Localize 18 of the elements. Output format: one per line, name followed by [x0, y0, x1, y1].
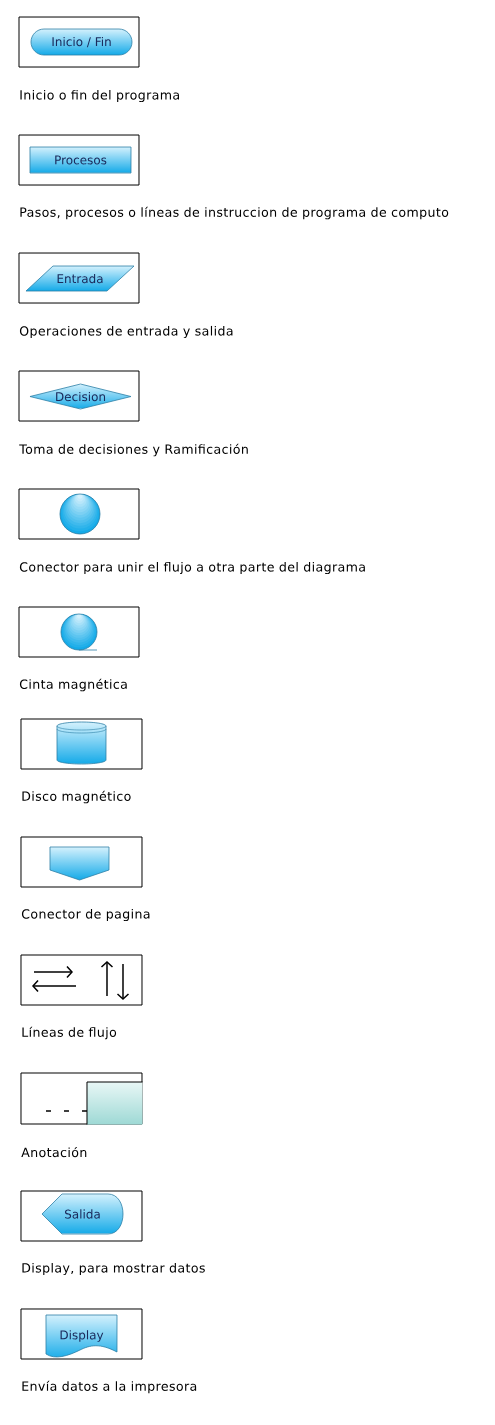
process-box: Procesos	[29, 146, 132, 174]
node-label: Cinta magnética	[19, 678, 127, 692]
cylinder	[56, 721, 107, 765]
node-label: Pasos, procesos o líneas de instruccion de programa de computo	[20, 206, 449, 220]
tape-circle	[60, 613, 98, 651]
node-label: Conector para unir el flujo a otra parte del diagrama	[19, 561, 365, 575]
node-label: Anotación	[21, 1146, 87, 1158]
node-label: Disco magnético	[22, 790, 131, 804]
circle	[59, 493, 101, 535]
node-label: Líneas de flujo	[22, 1026, 117, 1040]
node-label: Envía datos a la impresora	[22, 1380, 197, 1394]
node-label: Conector de pagina	[21, 908, 150, 922]
node-label: Display, para mostrar datos	[22, 1262, 205, 1276]
annotation-box	[86, 1081, 143, 1125]
node-label: Toma de decisiones y Ramificación	[19, 443, 248, 457]
node-label: Inicio o fin del programa	[20, 89, 179, 103]
frame-box	[20, 954, 143, 1006]
node-label: Operaciones de entrada y salida	[19, 325, 233, 339]
